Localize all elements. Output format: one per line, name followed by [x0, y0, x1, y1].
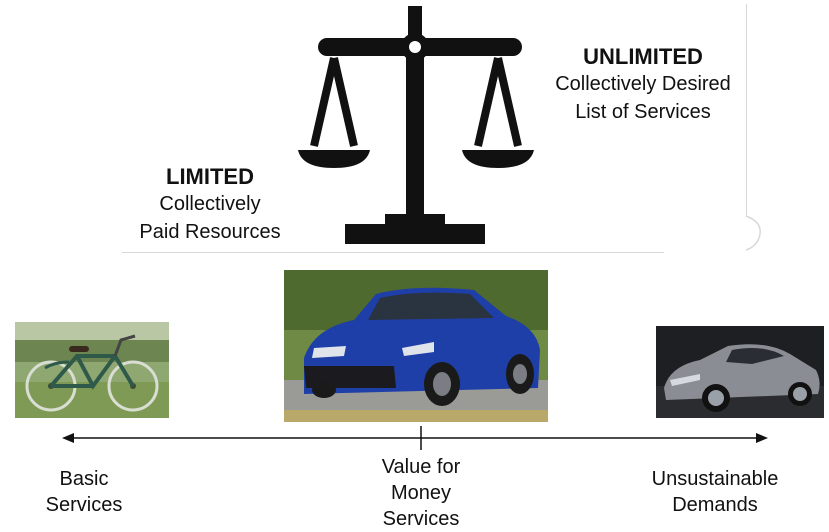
unlimited-heading: UNLIMITED	[583, 44, 703, 69]
spectrum-axis	[62, 426, 768, 450]
basic-line-1: Basic	[59, 468, 109, 490]
divider-line	[122, 252, 664, 253]
limited-line-2: Paid Resources	[139, 221, 281, 243]
balance-scale-icon	[298, 6, 534, 244]
limited-heading: LIMITED	[166, 164, 254, 189]
spectrum-label-value: Value for Money Services	[348, 454, 494, 532]
spectrum-label-basic: Basic Services	[22, 466, 146, 518]
basic-line-2: Services	[45, 494, 123, 516]
unlimited-caption: UNLIMITED Collectively Desired List of S…	[530, 44, 756, 126]
unsustainable-line-2: Demands	[672, 494, 758, 516]
unsustainable-line-1: Unsustainable	[651, 468, 779, 490]
grey-sports-car-photo	[656, 326, 824, 418]
side-divider-line	[746, 4, 747, 216]
value-line-1: Value for	[381, 456, 461, 478]
vintage-bicycle-photo	[15, 322, 169, 418]
blue-sedan-photo	[284, 270, 548, 422]
limited-caption: LIMITED Collectively Paid Resources	[110, 164, 310, 246]
spectrum-label-unsustainable: Unsustainable Demands	[620, 466, 810, 518]
unlimited-line-2: List of Services	[575, 101, 711, 123]
value-line-2: Money	[390, 482, 452, 504]
limited-line-1: Collectively	[159, 193, 261, 215]
value-line-3: Services	[382, 508, 460, 530]
side-divider-hook	[745, 215, 761, 251]
unlimited-line-1: Collectively Desired	[555, 73, 731, 95]
